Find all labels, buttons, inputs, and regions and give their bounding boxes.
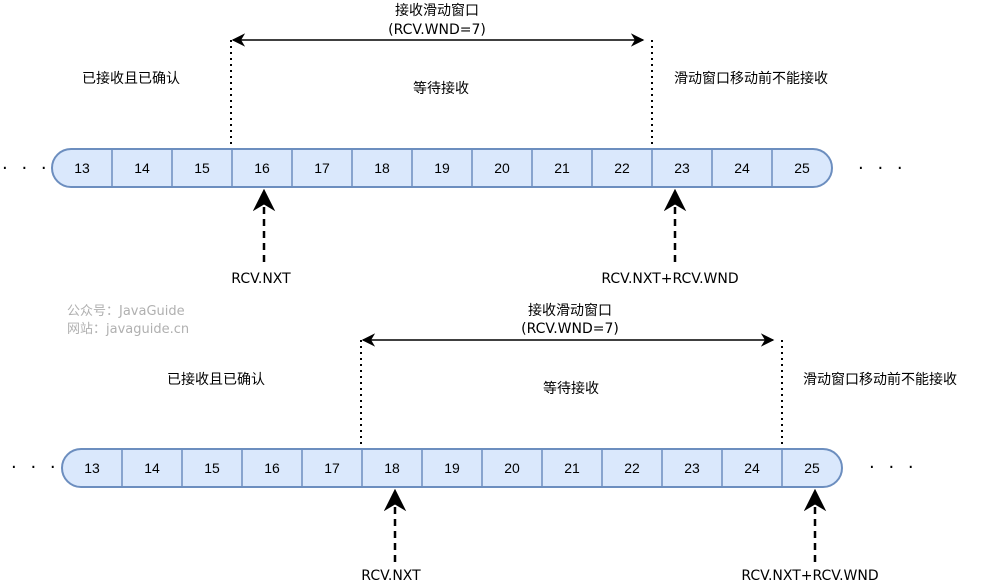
sequence-cells: 13 14 15 16 17 18 19 20 21 22 23 24 25 bbox=[74, 149, 810, 187]
sequence-cell-22: 22 bbox=[614, 160, 630, 176]
left-region-label: 已接收且已确认 bbox=[167, 371, 265, 388]
sequence-cells: 13 14 15 16 17 18 19 20 21 22 23 24 25 bbox=[84, 449, 820, 487]
sequence-cell-22: 22 bbox=[624, 460, 640, 476]
panel-top: 接收滑动窗口 (RCV.WND=7) 已接收且已确认 等待接收 滑动窗口移动前不… bbox=[2, 2, 907, 287]
watermark: 公众号：JavaGuide 网站：javaguide.cn bbox=[67, 304, 189, 337]
left-region-label: 已接收且已确认 bbox=[82, 70, 180, 87]
sequence-cell-15: 15 bbox=[194, 160, 210, 176]
sequence-cell-25: 25 bbox=[794, 160, 810, 176]
sequence-cell-19: 19 bbox=[434, 160, 450, 176]
right-region-label: 滑动窗口移动前不能接收 bbox=[674, 70, 828, 87]
rcv-nxt-label: RCV.NXT bbox=[361, 568, 421, 584]
sequence-cell-16: 16 bbox=[254, 160, 270, 176]
sequence-cell-24: 24 bbox=[734, 160, 750, 176]
rcv-nxt-wnd-label: RCV.NXT+RCV.WND bbox=[741, 568, 878, 584]
sequence-bar bbox=[61, 448, 843, 488]
ellipsis-right: · · · bbox=[858, 158, 907, 179]
sequence-cell-17: 17 bbox=[314, 160, 330, 176]
sequence-cell-18: 18 bbox=[384, 460, 400, 476]
right-region-label: 滑动窗口移动前不能接收 bbox=[803, 371, 957, 388]
ellipsis-left: · · · bbox=[2, 158, 51, 179]
sequence-cell-13: 13 bbox=[84, 460, 100, 476]
ellipsis-right: · · · bbox=[869, 457, 918, 478]
sequence-cell-14: 14 bbox=[144, 460, 160, 476]
sequence-cell-13: 13 bbox=[74, 160, 90, 176]
sequence-cell-21: 21 bbox=[554, 160, 570, 176]
sequence-cell-16: 16 bbox=[264, 460, 280, 476]
watermark-line-1: 公众号：JavaGuide bbox=[67, 304, 185, 319]
middle-region-label: 等待接收 bbox=[413, 80, 469, 97]
sequence-cell-21: 21 bbox=[564, 460, 580, 476]
watermark-line-2: 网站：javaguide.cn bbox=[67, 322, 189, 337]
window-title: 接收滑动窗口 bbox=[395, 2, 479, 19]
sequence-bar bbox=[51, 148, 833, 188]
window-size-label: (RCV.WND=7) bbox=[388, 22, 486, 38]
sequence-cell-25: 25 bbox=[804, 460, 820, 476]
sequence-cell-17: 17 bbox=[324, 460, 340, 476]
sequence-cell-23: 23 bbox=[684, 460, 700, 476]
sequence-cell-24: 24 bbox=[744, 460, 760, 476]
middle-region-label: 等待接收 bbox=[543, 380, 599, 397]
panel-bottom: 接收滑动窗口 (RCV.WND=7) 已接收且已确认 等待接收 滑动窗口移动前不… bbox=[11, 302, 957, 584]
sequence-cell-15: 15 bbox=[204, 460, 220, 476]
sequence-cell-20: 20 bbox=[494, 160, 510, 176]
rcv-nxt-label: RCV.NXT bbox=[231, 271, 291, 287]
sequence-cell-14: 14 bbox=[134, 160, 150, 176]
sequence-cell-18: 18 bbox=[374, 160, 390, 176]
window-size-label: (RCV.WND=7) bbox=[521, 321, 619, 337]
window-title: 接收滑动窗口 bbox=[528, 302, 612, 319]
sequence-cell-23: 23 bbox=[674, 160, 690, 176]
sequence-cell-19: 19 bbox=[444, 460, 460, 476]
sequence-cell-20: 20 bbox=[504, 460, 520, 476]
ellipsis-left: · · · bbox=[11, 457, 60, 478]
rcv-nxt-wnd-label: RCV.NXT+RCV.WND bbox=[601, 271, 738, 287]
